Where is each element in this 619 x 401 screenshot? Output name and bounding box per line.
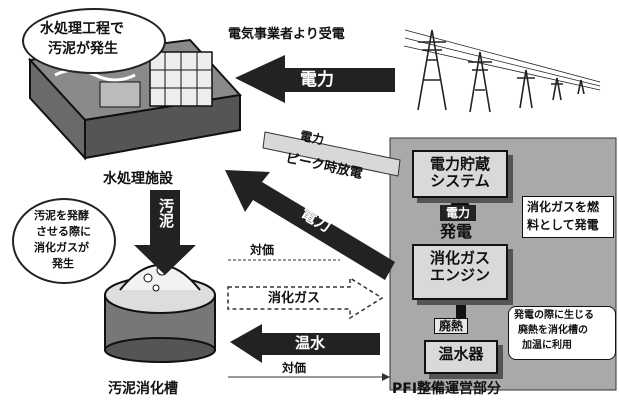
bubble-sludge [12, 198, 116, 284]
bubble-sludge-line4: 発生 [52, 257, 74, 270]
arrow-hotwater-label: 温水 [295, 334, 326, 352]
power-tower-icon [403, 29, 601, 113]
callout-heat-line2: 廃熱を消化槽の [518, 325, 588, 336]
sludge-arrow [134, 190, 196, 275]
boiler-box: 温水器 [424, 340, 498, 374]
storage-box: 電力貯蔵 システム [412, 150, 508, 198]
boiler-label: 温水器 [438, 345, 484, 363]
pfi-power-tag: 電力 [440, 205, 477, 221]
label-cost-2: 対価 [282, 361, 307, 375]
water-treatment-building-icon [27, 38, 242, 161]
bubble-sludge-line2: させる際に [36, 225, 91, 238]
peak-arrow [262, 131, 401, 177]
callout-gas [522, 196, 614, 238]
storage-line1: 電力貯蔵 [429, 155, 490, 173]
bubble-sludge-line1: 汚泥を発酵 [34, 209, 89, 222]
callout-gas-line2: 料として発電 [527, 218, 599, 232]
gas-arrow [227, 276, 384, 320]
label-water-facility: 水処理施設 [103, 171, 173, 187]
power-arrow-top [235, 55, 395, 103]
label-power-receive: 電気事業者より受電 [228, 27, 345, 42]
arrow-power-top-label: 電力 [300, 70, 334, 90]
engine-box: 消化ガス エンジン [412, 244, 508, 300]
pfi-generation: 発電 [440, 222, 473, 241]
pfi-waste-heat: 廃熱 [434, 318, 469, 334]
power-arrow-mid [225, 170, 395, 280]
arrow-gas-label: 消化ガス [268, 291, 321, 306]
callout-heat [508, 306, 616, 360]
callout-heat-line3: 加温に利用 [522, 340, 572, 351]
sludge-tank-icon [104, 264, 216, 363]
bubble-water-line2: 汚泥が発生 [48, 41, 118, 57]
label-cost-1: 対価 [250, 243, 275, 257]
label-sludge-tank: 汚泥消化槽 [108, 381, 178, 397]
engine-line1: 消化ガス [429, 249, 490, 267]
callout-heat-line1: 発電の際に生じる [514, 310, 594, 321]
hotwater-arrow [230, 324, 380, 363]
bubble-water-line1: 水処理工程で [40, 21, 124, 37]
label-pfi: PFI整備運営部分 [392, 381, 502, 397]
callout-gas-line1: 消化ガスを燃 [527, 200, 600, 214]
arrow-sludge-label: 汚泥 [157, 198, 175, 228]
bubble-water [22, 8, 166, 74]
bubble-sludge-line3: 消化ガスが [34, 241, 89, 254]
storage-line2: システム [430, 171, 490, 190]
engine-line2: エンジン [429, 265, 490, 284]
